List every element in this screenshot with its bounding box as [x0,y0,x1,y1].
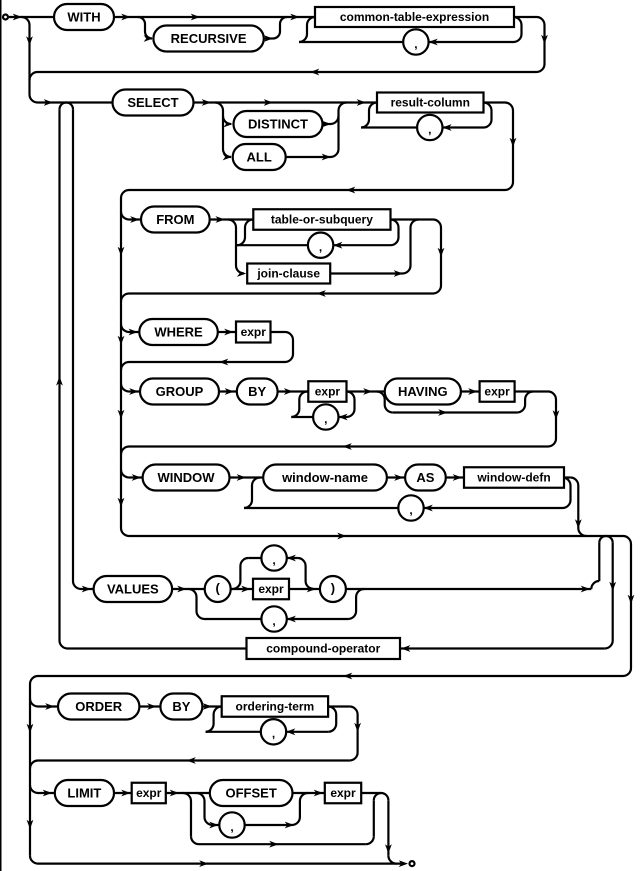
svg-text:ORDER: ORDER [75,699,123,714]
svg-text:,: , [272,614,275,628]
svg-text:RECURSIVE: RECURSIVE [171,31,247,46]
svg-text:AS: AS [416,470,434,485]
svg-text:window-name: window-name [281,470,368,485]
svg-text:,: , [414,37,417,51]
svg-text:expr: expr [484,385,510,399]
svg-text:,: , [230,820,233,834]
svg-text:expr: expr [330,786,356,800]
svg-text:expr: expr [315,385,341,399]
svg-text:,: , [272,553,275,567]
svg-text:expr: expr [258,582,284,596]
svg-text:,: , [409,503,412,517]
svg-text:expr: expr [241,325,267,339]
svg-text:table-or-subquery: table-or-subquery [271,213,373,227]
svg-text:,: , [324,412,327,426]
svg-text:): ) [331,581,335,596]
svg-text:compound-operator: compound-operator [266,642,380,656]
svg-text:GROUP: GROUP [156,384,204,399]
svg-text:SELECT: SELECT [127,95,178,110]
svg-text:join-clause: join-clause [256,267,320,281]
svg-text:WITH: WITH [67,10,100,25]
svg-text:OFFSET: OFFSET [226,786,277,801]
svg-text:ordering-term: ordering-term [236,700,315,714]
svg-text:common-table-expression: common-table-expression [340,10,489,24]
svg-text:result-column: result-column [391,96,470,110]
svg-text:window-defn: window-defn [476,471,550,485]
svg-text:BY: BY [248,384,266,399]
svg-text:HAVING: HAVING [398,384,448,399]
svg-text:BY: BY [172,699,190,714]
svg-text:,: , [319,240,322,254]
svg-text:VALUES: VALUES [107,582,159,597]
svg-text:(: ( [216,581,221,596]
svg-text:ALL: ALL [247,150,272,165]
svg-text:FROM: FROM [156,212,194,227]
svg-text:expr: expr [136,786,162,800]
svg-text:DISTINCT: DISTINCT [248,117,308,132]
svg-text:,: , [272,727,275,741]
svg-text:,: , [428,122,431,136]
svg-text:WINDOW: WINDOW [158,470,216,485]
svg-text:WHERE: WHERE [154,325,203,340]
svg-text:LIMIT: LIMIT [67,786,101,801]
